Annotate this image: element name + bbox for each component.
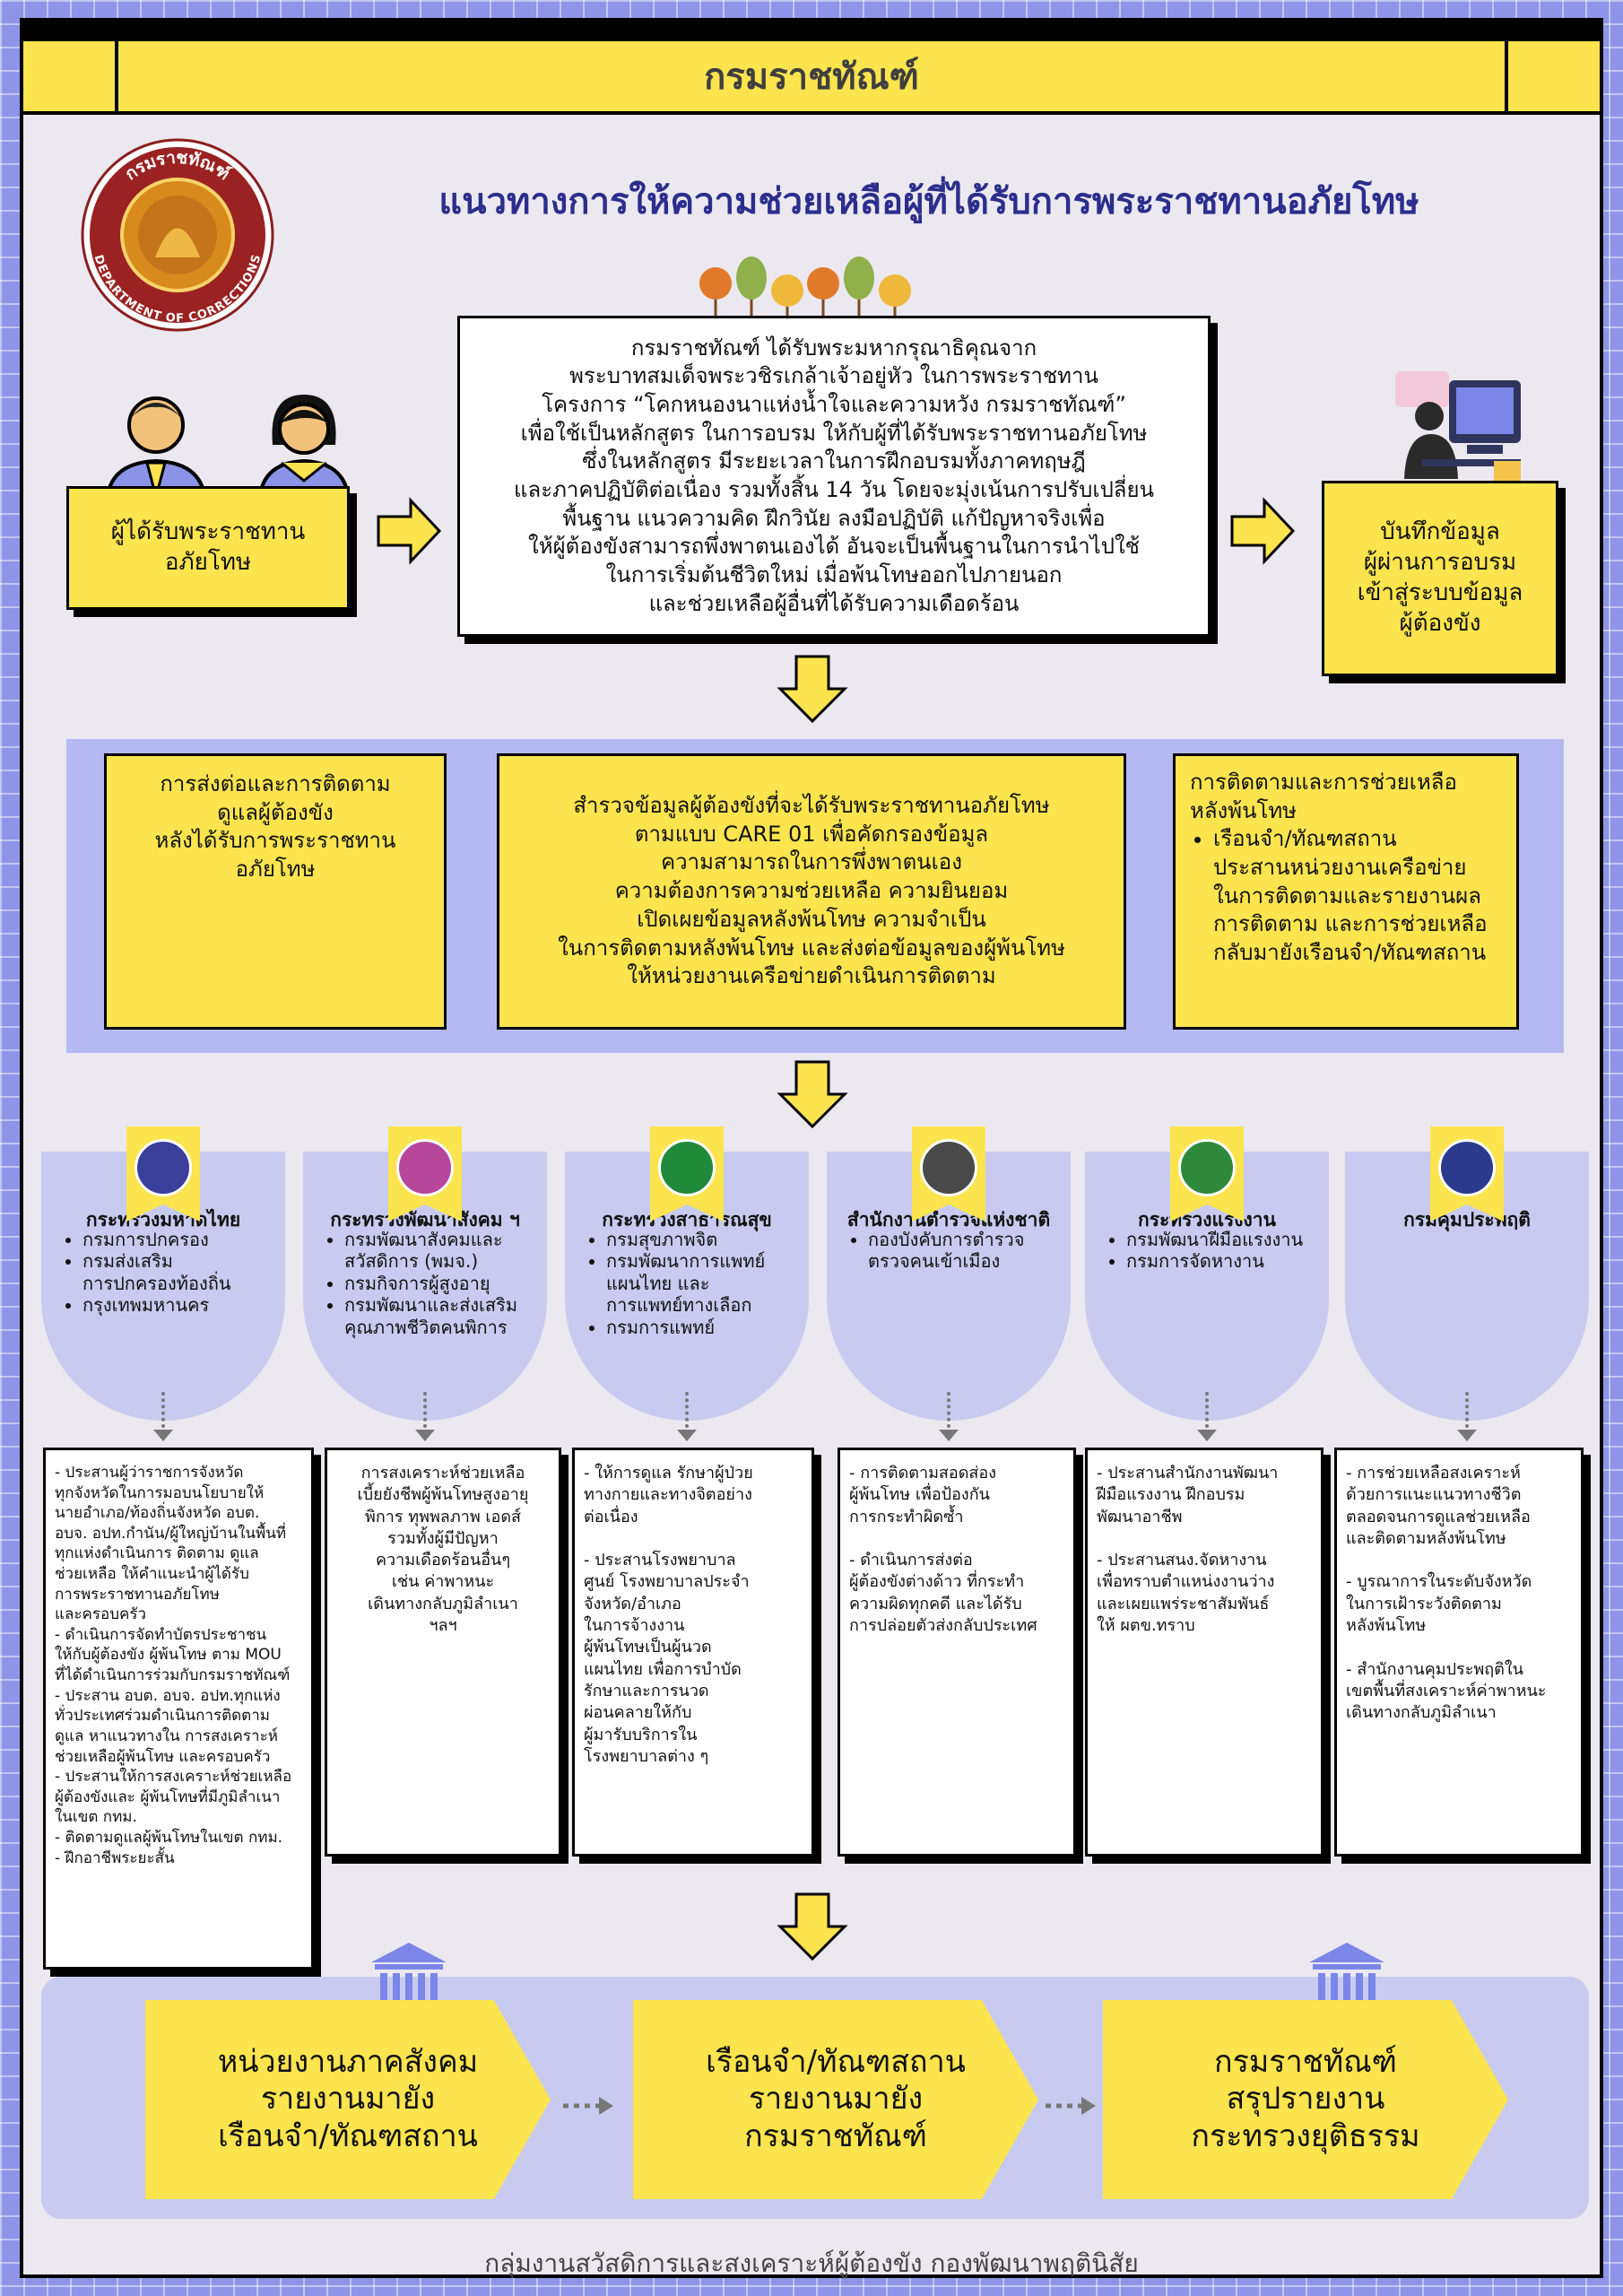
dotted-connector <box>423 1392 427 1428</box>
agency-name: กระทรวงแรงงาน <box>1138 1209 1276 1231</box>
agency-item: กรุงเทพมหานคร <box>82 1294 278 1316</box>
agency-name: กระทรวงสาธารณสุข <box>602 1209 772 1231</box>
agency-items: กรมพัฒนาฝีมือแรงงาน กรมการจัดหางาน <box>1107 1229 1322 1273</box>
record-data-box: บันทึกข้อมูล ผู้ผ่านการอบรม เข้าสู่ระบบข… <box>1322 481 1558 676</box>
note-health: - ให้การดูแล รักษาผู้ป่วย ทางกายและทางจิ… <box>572 1448 814 1857</box>
arrow-right-icon <box>377 497 442 565</box>
header-title: กรมราชทัณฑ์ <box>704 57 919 98</box>
agency-flag <box>650 1126 724 1222</box>
agency-name: กระทรวงมหาดไทย <box>85 1209 241 1231</box>
note-police: - การติดตามสอดส่อง ผู้พ้นโทษ เพื่อป้องกั… <box>838 1448 1076 1857</box>
police-seal-icon <box>920 1139 977 1196</box>
labour-seal-icon <box>1178 1139 1236 1196</box>
arrow-down-icon <box>777 1892 848 1961</box>
health-seal-icon <box>658 1139 716 1196</box>
agency-item: กรมการจัดหางาน <box>1126 1250 1322 1272</box>
post-release-item: เรือนจำ/ทัณฑสถาน ประสานหน่วยงานเครือข่าย… <box>1213 825 1502 967</box>
referral-followup-box: การส่งต่อและการติดตาม ดูแลผู้ต้องขัง หลั… <box>104 753 447 1030</box>
agency-item: กรมกิจการผู้สูงอายุ <box>344 1273 540 1294</box>
arrow-down-icon <box>777 655 848 724</box>
note-social: การสงเคราะห์ช่วยเหลือ เบี้ยยังชีพผู้พ้นโ… <box>325 1448 561 1857</box>
program-description-box: กรมราชทัณฑ์ ได้รับพระมหากรุณาธิคุณจาก พร… <box>457 316 1211 637</box>
dotted-connector <box>1465 1392 1469 1428</box>
agency-item: กรมพัฒนาสังคมและ สวัสดิการ (พมจ.) <box>344 1229 540 1273</box>
agency-item: กรมพัฒนาและส่งเสริม คุณภาพชีวิตคนพิการ <box>344 1294 540 1338</box>
department-logo: กรมราชทัณฑ์ DEPARTMENT OF CORRECTIONS <box>81 138 274 332</box>
note-interior: - ประสานผู้ว่าราชการจังหวัด ทุกจังหวัดใน… <box>43 1448 314 1970</box>
agency-social-development: กระทรวงพัฒนาสังคม ฯ กรมพัฒนาสังคมและ สวั… <box>303 1152 547 1421</box>
agency-items: กรมสุขภาพจิต กรมพัฒนาการแพทย์ แผนไทย และ… <box>586 1229 802 1338</box>
agency-items: กรมการปกครอง กรมส่งเสริม การปกครองท้องถิ… <box>63 1229 278 1317</box>
report-step-department: กรมราชทัณฑ์ สรุปรายงาน กระทรวงยุติธรรม <box>1103 2000 1508 2199</box>
arrow-right-icon <box>1230 497 1296 565</box>
dotted-connector <box>1205 1392 1209 1428</box>
agency-item: กรมการแพทย์ <box>606 1317 802 1338</box>
trees-icon <box>699 257 911 334</box>
arrowhead-icon <box>1197 1430 1217 1441</box>
post-release-title: การติดตามและการช่วยเหลือ หลังพ้นโทษ <box>1190 770 1457 823</box>
header-left-cap <box>23 41 118 111</box>
agency-item: กรมพัฒนาฝีมือแรงงาน <box>1126 1229 1322 1250</box>
agency-item: กองบังคับการตำรวจ ตรวจคนเข้าเมือง <box>868 1229 1063 1273</box>
social-seal-icon <box>396 1139 454 1196</box>
arrowhead-icon <box>153 1430 173 1441</box>
post-release-list: เรือนจำ/ทัณฑสถาน ประสานหน่วยงานเครือข่าย… <box>1190 825 1502 967</box>
agency-flag <box>912 1126 985 1222</box>
dotted-connector <box>947 1392 950 1428</box>
dotted-arrow-icon <box>1046 2097 1096 2115</box>
agency-name: กรมคุมประพฤติ <box>1403 1209 1531 1231</box>
agency-items: กรมพัฒนาสังคมและ สวัสดิการ (พมจ.) กรมกิจ… <box>325 1229 540 1338</box>
dotted-connector <box>161 1392 165 1428</box>
agency-name: สำนักงานตำรวจแห่งชาติ <box>846 1209 1051 1231</box>
note-labour: - ประสานสำนักงานพัฒนา ฝีมือแรงงาน ฝึกอบร… <box>1085 1448 1324 1857</box>
care01-survey-box: สำรวจข้อมูลผู้ต้องขังที่จะได้รับพระราชทา… <box>497 753 1126 1030</box>
agency-police: สำนักงานตำรวจแห่งชาติ กองบังคับการตำรวจ … <box>827 1152 1071 1421</box>
post-release-box: การติดตามและการช่วยเหลือ หลังพ้นโทษ เรือ… <box>1173 753 1519 1030</box>
header-bar: กรมราชทัณฑ์ <box>23 41 1600 115</box>
dotted-arrow-icon <box>563 2097 613 2115</box>
arrowhead-icon <box>1457 1430 1477 1441</box>
agency-item: กรมสุขภาพจิต <box>606 1229 802 1250</box>
agency-item: กรมการปกครอง <box>82 1229 278 1250</box>
agency-items: กองบังคับการตำรวจ ตรวจคนเข้าเมือง <box>848 1229 1063 1273</box>
agency-item: กรมพัฒนาการแพทย์ แผนไทย และ การแพทย์ทางเ… <box>606 1250 802 1316</box>
report-step-prison: เรือนจำ/ทัณฑสถาน รายงานมายัง กรมราชทัณฑ์ <box>633 2000 1038 2199</box>
agency-name: กระทรวงพัฒนาสังคม ฯ <box>330 1209 520 1231</box>
top-black-bar <box>23 22 1600 41</box>
dotted-connector <box>685 1392 689 1428</box>
agency-item: กรมส่งเสริม การปกครองท้องถิ่น <box>82 1250 278 1294</box>
arrow-down-icon <box>777 1060 848 1129</box>
recipient-box: ผู้ได้รับพระราชทาน อภัยโทษ <box>66 486 350 610</box>
page-title: แนวทางการให้ความช่วยเหลือผู้ที่ได้รับการ… <box>438 181 1419 222</box>
note-probation: - การช่วยเหลือสงเคราะห์ ด้วยการแนะแนวทาง… <box>1334 1448 1584 1857</box>
arrowhead-icon <box>415 1430 435 1441</box>
computer-user-icon <box>1395 371 1521 483</box>
probation-seal-icon <box>1438 1139 1496 1196</box>
arrowhead-icon <box>677 1430 697 1441</box>
header-right-cap <box>1505 41 1600 111</box>
interior-seal-icon <box>135 1139 192 1196</box>
agency-labour: กระทรวงแรงงาน กรมพัฒนาฝีมือแรงงาน กรมการ… <box>1085 1152 1329 1421</box>
poster-frame: กรมราชทัณฑ์ กรมราชทัณฑ์ DEPARTMENT OF CO… <box>20 18 1603 2278</box>
report-step-social: หน่วยงานภาคสังคม รายงานมายัง เรือนจำ/ทัณ… <box>145 2000 551 2199</box>
arrowhead-icon <box>939 1430 959 1441</box>
footer-text: กลุ่มงานสวัสดิการและสงเคราะห์ผู้ต้องขัง … <box>484 2248 1139 2278</box>
